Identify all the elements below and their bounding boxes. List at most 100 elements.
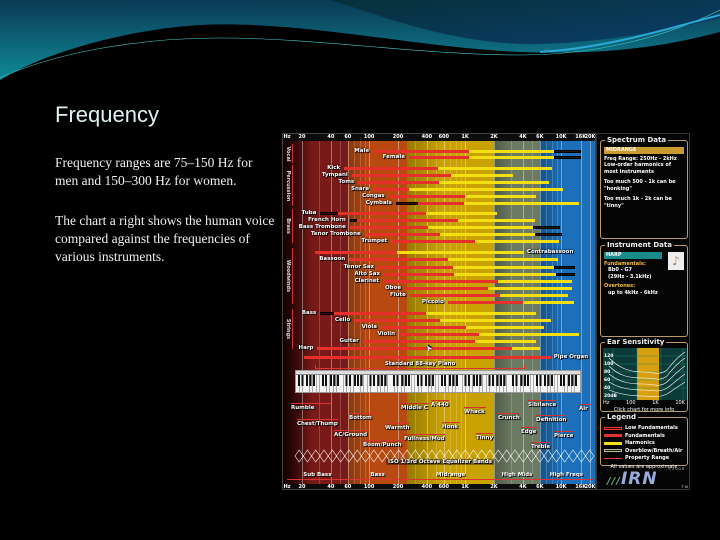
fundamentals-bar bbox=[447, 301, 523, 304]
instrument-label-cello: Cello bbox=[334, 317, 351, 323]
axis-tick-label: 20K bbox=[584, 134, 596, 140]
fundamentals-bar bbox=[373, 188, 409, 191]
fundamentals-bar bbox=[405, 287, 489, 290]
legend-label: Property Range bbox=[625, 455, 670, 461]
spectrum-band-name: MIDRANGE bbox=[604, 147, 684, 154]
instrument-label-tenor-sax: Tenor Sax bbox=[343, 264, 375, 270]
spectrum-data-title: Spectrum Data bbox=[605, 136, 669, 144]
overtones-label: Overtones: bbox=[604, 283, 636, 289]
group-label-woodwinds: Woodwinds bbox=[283, 248, 293, 304]
fundamentals-bar bbox=[364, 233, 441, 236]
legend-label: Low Fundamentals bbox=[625, 425, 678, 431]
overblow-bar bbox=[553, 150, 581, 153]
instrument-label-tuba: Tuba bbox=[301, 210, 317, 216]
overblow-bar bbox=[553, 266, 576, 269]
legend-label: Fundamentals bbox=[625, 432, 665, 439]
instrument-label-french-horn: French Horn bbox=[307, 217, 346, 223]
ear-y-label: 40 bbox=[604, 385, 610, 391]
fundamentals-bar bbox=[314, 251, 398, 254]
gridline bbox=[580, 141, 582, 484]
zone-label-air: Air bbox=[579, 404, 591, 412]
axis-tick-label: 40 bbox=[327, 484, 335, 490]
overblow-bar bbox=[553, 156, 581, 159]
harmonics-bar bbox=[469, 156, 554, 159]
harmonics-bar bbox=[397, 251, 524, 254]
group-label-text: Brass bbox=[284, 218, 291, 234]
ear-y-label: 80 bbox=[604, 369, 610, 375]
harmonics-bar bbox=[465, 195, 537, 198]
axis-tick-label: 4K bbox=[519, 134, 527, 140]
axis-tick-label: 400 bbox=[421, 134, 433, 140]
ear-sensitivity-chart[interactable]: 120 100 80 60 40 20dB bbox=[603, 348, 687, 400]
gridline bbox=[302, 141, 303, 484]
instrument-label-trumpet: Trumpet bbox=[361, 238, 388, 244]
legend-item-fundamentals: Fundamentals bbox=[604, 433, 684, 440]
harmonics-bar bbox=[425, 212, 497, 215]
fundamentals-bar bbox=[357, 219, 458, 222]
instrument-label-pipe-organ: Pipe Organ bbox=[553, 354, 589, 360]
instrument-label-harp: Harp bbox=[298, 345, 314, 351]
irn-logo: ///IRN ©2005 TM bbox=[607, 466, 689, 489]
harmonics-bar bbox=[450, 174, 513, 177]
axis-tick-label: 10K bbox=[555, 134, 567, 140]
group-label-strings: Strings bbox=[283, 309, 293, 349]
axis-tick-label: 200 bbox=[392, 134, 404, 140]
slide-title: Frequency bbox=[55, 102, 159, 127]
fundamentals-bar bbox=[399, 333, 479, 336]
ear-chart-hint[interactable]: Click chart for more info bbox=[613, 406, 675, 413]
zone-label-pierce: Pierce bbox=[554, 431, 574, 439]
legend-item-low-fundamentals: Low Fundamentals bbox=[604, 425, 684, 432]
axis-tick-label: 400 bbox=[421, 484, 433, 490]
instrument-label-bass-trombone: Bass Trombone bbox=[298, 224, 346, 230]
harmonics-bar bbox=[469, 150, 554, 153]
fundamentals-notes: Bb0 - G7 bbox=[608, 267, 633, 273]
zone-label-edge: Edge bbox=[521, 427, 537, 435]
axis-tick-label: 2K bbox=[490, 134, 498, 140]
legend-swatch bbox=[604, 434, 622, 438]
fundamentals-bar bbox=[417, 202, 464, 205]
fundamentals-bar bbox=[317, 347, 513, 350]
piano-range-bracket bbox=[315, 365, 525, 369]
instrument-label-cymbals: Cymbals bbox=[365, 200, 392, 206]
legend-swatch bbox=[604, 441, 622, 445]
zone-label-ac-ground: AC/Ground bbox=[334, 430, 368, 438]
ear-sensitivity-box[interactable]: Ear Sensitivity 120 100 80 60 40 20dB bbox=[600, 338, 688, 413]
harmonics-bar bbox=[465, 326, 544, 329]
legend-swatch bbox=[604, 426, 622, 430]
overblow-bar bbox=[555, 273, 576, 276]
axis-tick-label: 6K bbox=[536, 484, 544, 490]
legend-item-property-range: Property Range bbox=[604, 455, 684, 462]
zone-label-fullness-mud: Fullness/Mud bbox=[404, 434, 445, 442]
instrument-label-female: Female bbox=[382, 154, 405, 160]
harmonics-bar bbox=[488, 287, 573, 290]
spectrum-line: Too much 1k - 2k can be "tinny" bbox=[604, 196, 672, 209]
fundamentals-bar bbox=[349, 226, 428, 229]
gridline bbox=[590, 141, 591, 484]
legend-title: Legend bbox=[605, 413, 638, 421]
low-fundamentals-bar bbox=[320, 212, 338, 215]
legend-swatch bbox=[604, 449, 622, 453]
instrument-label-tenor-trombone: Tenor Trombone bbox=[310, 231, 361, 237]
zone-label-treble: Treble bbox=[531, 442, 551, 450]
harmonics-bar bbox=[439, 181, 549, 184]
spectrum-line: Low-order harmonics of most instruments bbox=[604, 162, 672, 175]
harmonics-bar bbox=[474, 240, 559, 243]
octave-labels bbox=[296, 371, 580, 375]
range-bass: Bass bbox=[347, 472, 408, 480]
legend-item-overblow: Overblow/Breath/Air bbox=[604, 448, 684, 455]
harmonics-bar bbox=[408, 188, 564, 191]
ear-x-label: Hz bbox=[603, 400, 610, 406]
zone-label-tinny: Tinny bbox=[476, 433, 494, 441]
instrument-label-clarinet: Clarinet bbox=[354, 278, 380, 284]
range-sub-bass: Sub Bass bbox=[287, 472, 348, 480]
instrument-label-oboe: Oboe bbox=[384, 285, 402, 291]
fundamentals-bar bbox=[380, 326, 466, 329]
instrument-label-viola: Viola bbox=[361, 324, 377, 330]
axis-tick-label: 40 bbox=[327, 134, 335, 140]
fundamentals-bar bbox=[409, 294, 500, 297]
instrument-label-guitar: Guitar bbox=[339, 338, 359, 344]
axis-tick-label: 600 bbox=[438, 484, 450, 490]
harmonics-bar bbox=[512, 347, 540, 350]
